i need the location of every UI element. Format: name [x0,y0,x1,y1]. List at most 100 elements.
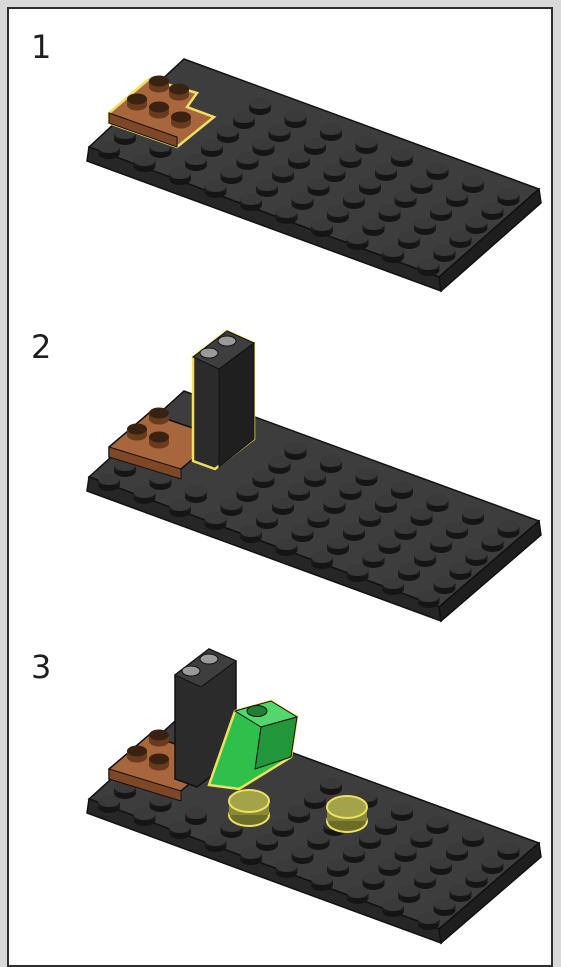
stud [382,899,404,917]
stud [411,508,433,526]
stud [311,551,333,569]
step-3: 3 [9,629,555,949]
step-1-illustration [9,9,555,329]
stud [462,829,484,847]
stud [276,538,298,556]
stud [498,520,520,538]
stud [379,204,401,222]
stud [169,499,191,517]
stud [169,167,191,185]
stud [217,125,239,143]
stud [324,164,346,182]
stud [430,203,452,221]
stud [359,509,381,527]
olive-round-plate [229,790,269,826]
stud [134,808,156,826]
stud [411,176,433,194]
stud [359,177,381,195]
stud [304,469,326,487]
stud [308,510,330,528]
stud [253,138,275,156]
stud [292,846,314,864]
stud [205,512,227,530]
step-2-illustration [9,309,555,629]
stud [391,481,413,499]
stud [221,498,243,516]
stud [272,497,294,515]
stud [347,232,369,250]
step-1: 1 [9,9,555,329]
stud [327,859,349,877]
stud [327,205,349,223]
stud [430,857,452,875]
stud [398,885,420,903]
stud [382,577,404,595]
stud [205,180,227,198]
stud [240,847,262,865]
stud [347,564,369,582]
stud [363,550,385,568]
stud [221,166,243,184]
stud [434,576,456,594]
stud [272,165,294,183]
stud [276,860,298,878]
stud [356,136,378,154]
stud [288,151,310,169]
stud [276,206,298,224]
stud [311,219,333,237]
stud [233,111,255,129]
stud [363,218,385,236]
stud [427,162,449,180]
stud [343,523,365,541]
stud [398,563,420,581]
stud [320,123,342,141]
stud [253,470,275,488]
step-2: 2 [9,309,555,629]
stud [375,163,397,181]
stud [395,522,417,540]
stud [269,456,291,474]
stud [134,486,156,504]
stud [418,258,440,276]
stud [446,843,468,861]
stud [498,188,520,206]
stud [98,141,120,159]
stud [395,844,417,862]
stud [462,175,484,193]
stud [427,494,449,512]
stud [320,455,342,473]
stud [434,244,456,262]
stud [288,483,310,501]
stud [382,245,404,263]
stud [379,536,401,554]
stud [185,807,207,825]
stud [292,524,314,542]
stud [398,231,420,249]
stud [498,842,520,860]
step-3-illustration [9,629,555,949]
stud [466,216,488,234]
stud [185,485,207,503]
stud [430,535,452,553]
stud [359,831,381,849]
stud [269,124,291,142]
stud [356,468,378,486]
stud [414,549,436,567]
instruction-page: 1 [7,7,553,967]
stud [414,217,436,235]
stud [379,858,401,876]
stud [427,816,449,834]
stud [347,886,369,904]
stud [411,830,433,848]
stud [205,834,227,852]
stud [288,805,310,823]
stud [98,473,120,491]
stud [391,803,413,821]
stud [98,795,120,813]
stud [169,821,191,839]
stud [450,884,472,902]
stud [256,833,278,851]
stud [256,511,278,529]
stud [240,525,262,543]
stud [256,179,278,197]
